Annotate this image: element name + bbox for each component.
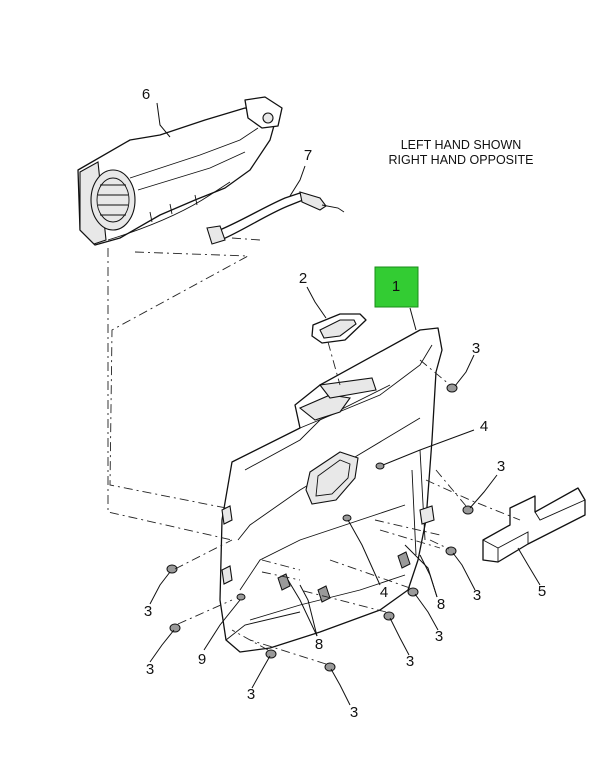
nut-3f[interactable]	[407, 587, 419, 597]
callout-3-a: 3	[472, 340, 480, 357]
callout-3-g: 3	[146, 661, 154, 678]
nut-3e[interactable]	[169, 623, 181, 633]
clip-4a[interactable]	[375, 462, 385, 470]
note-line-2: RIGHT HAND OPPOSITE	[389, 153, 534, 167]
part-1-highlight-box	[374, 266, 419, 308]
callout-7: 7	[304, 147, 312, 164]
part-2-handle-bezel[interactable]	[311, 313, 367, 344]
callout-2: 2	[299, 270, 307, 287]
nut-3g[interactable]	[383, 611, 395, 621]
part-1-door-trim-panel[interactable]	[219, 327, 443, 653]
callout-3-e: 3	[435, 628, 443, 645]
callout-4-a: 4	[480, 418, 488, 435]
callout-3-c: 3	[473, 587, 481, 604]
callout-3-b: 3	[497, 458, 505, 475]
callout-1: 1	[392, 278, 400, 295]
nut-3a[interactable]	[446, 383, 458, 393]
clip-9[interactable]	[236, 593, 246, 601]
nut-3d[interactable]	[166, 564, 178, 574]
callout-labels: 6 7 2 1 3 4 3 4 8 3 5 3 3 8 9 3 3 3 3	[142, 86, 546, 721]
part-5-foam-block[interactable]	[482, 487, 586, 563]
callout-3-h: 3	[247, 686, 255, 703]
nut-3i[interactable]	[324, 662, 336, 672]
alignment-lines	[107, 237, 521, 665]
part-6-speaker-housing[interactable]	[77, 96, 283, 246]
callout-3-d: 3	[144, 603, 152, 620]
leader-lines	[149, 102, 541, 706]
callout-8-a: 8	[437, 596, 445, 613]
callout-6: 6	[142, 86, 150, 103]
part-7-wire-harness[interactable]	[206, 191, 345, 245]
note-line-1: LEFT HAND SHOWN	[401, 138, 522, 152]
callout-3-f: 3	[406, 653, 414, 670]
nut-3b[interactable]	[462, 505, 474, 515]
nut-3h[interactable]	[265, 649, 277, 659]
callout-3-i: 3	[350, 704, 358, 721]
clip-4b[interactable]	[342, 514, 352, 522]
callout-5: 5	[538, 583, 546, 600]
callout-8-b: 8	[315, 636, 323, 653]
callout-4-b: 4	[380, 584, 388, 601]
callout-9: 9	[198, 651, 206, 668]
